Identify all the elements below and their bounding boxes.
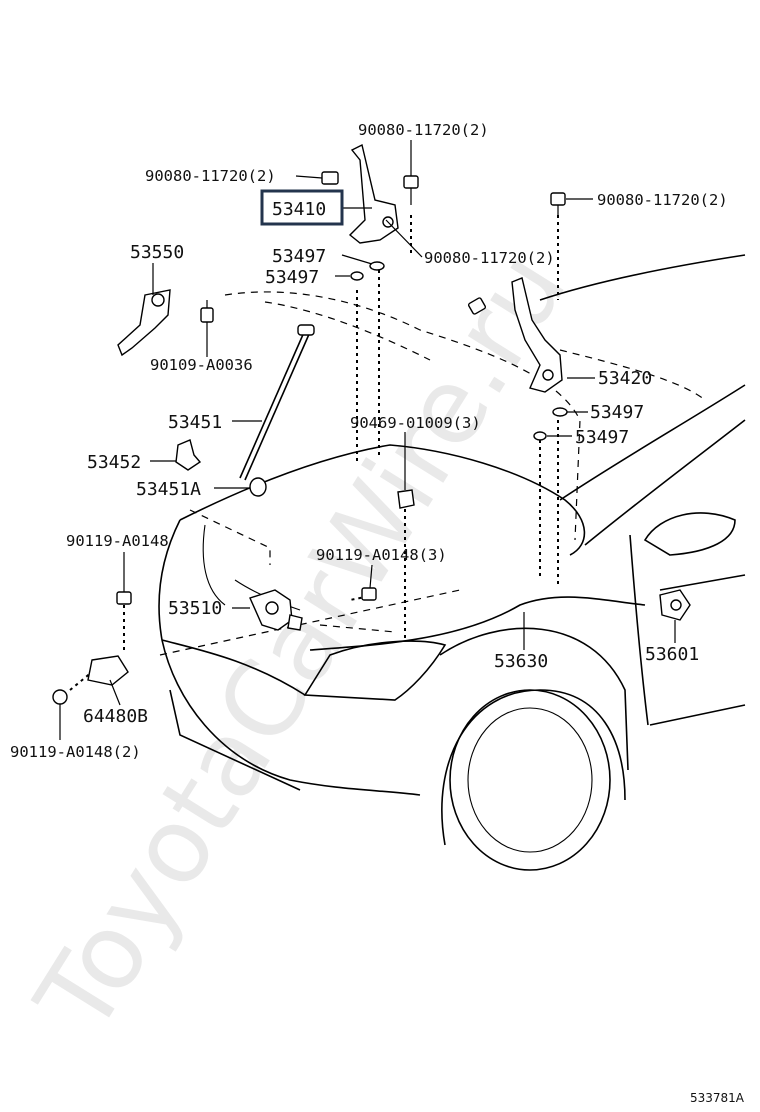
label-bolt-a0148-two: 90119-A0148(2)	[10, 743, 141, 761]
hood-hinge-left	[348, 143, 399, 244]
grommet-icon	[249, 477, 267, 497]
label-bolt-hinge-right-top: 90080-11720(2)	[597, 191, 728, 209]
label-hood-stay: 53451	[168, 412, 222, 433]
hood-hinge-right	[511, 277, 563, 393]
label-bolt-hinge-right: 90080-11720(2)	[424, 249, 555, 267]
label-hinge-right: 53420	[598, 368, 652, 389]
bolt-icon	[52, 587, 377, 705]
leader-lines	[59, 140, 676, 740]
car-body-outline	[158, 254, 746, 871]
stay-holder-clip	[175, 439, 202, 471]
release-cable-line	[309, 596, 646, 651]
cushion-icon	[369, 261, 385, 271]
diagram-code: 533781A	[690, 1091, 745, 1105]
label-bolt-a0148-three: 90119-A0148(3)	[316, 546, 447, 564]
lock-support-bracket	[87, 655, 129, 686]
hood-release-lever	[659, 589, 691, 621]
hood-lock	[249, 589, 303, 631]
label-cushion-b: 53497	[265, 267, 319, 288]
clip-icon	[397, 489, 415, 509]
cushion-icon	[552, 407, 568, 417]
hood-stay-lever	[117, 289, 171, 357]
label-cushion-a: 53497	[272, 246, 326, 267]
label-cushion-c: 53497	[590, 402, 644, 423]
part-labels: 90080-11720(2) 90080-11720(2) 90080-1172…	[10, 121, 728, 761]
label-release-lever: 53601	[645, 644, 699, 665]
label-hinge-left: 53410	[272, 199, 326, 220]
label-clip-01009: 90469-01009(3)	[350, 414, 481, 432]
label-release-cable: 53630	[494, 651, 548, 672]
label-cushion-d: 53497	[575, 427, 629, 448]
screw-icon	[200, 300, 214, 323]
label-stay-grommet: 53451A	[136, 479, 201, 500]
alignment-lines	[69, 215, 559, 691]
cushion-icon	[350, 271, 364, 281]
label-hood-stay-lever: 53550	[130, 242, 184, 263]
label-screw-a0036: 90109-A0036	[150, 356, 253, 374]
label-hood-lock: 53510	[168, 598, 222, 619]
cushion-icon	[533, 431, 547, 441]
highlight-box	[260, 189, 344, 226]
label-lock-support: 64480B	[83, 706, 148, 727]
hood-stay-rod	[239, 324, 315, 481]
label-bolt-hinge-top: 90080-11720(2)	[358, 121, 489, 139]
label-stay-holder: 53452	[87, 452, 141, 473]
label-bolt-hinge-left: 90080-11720(2)	[145, 167, 276, 185]
label-bolt-a0148-single: 90119-A0148	[66, 532, 169, 550]
